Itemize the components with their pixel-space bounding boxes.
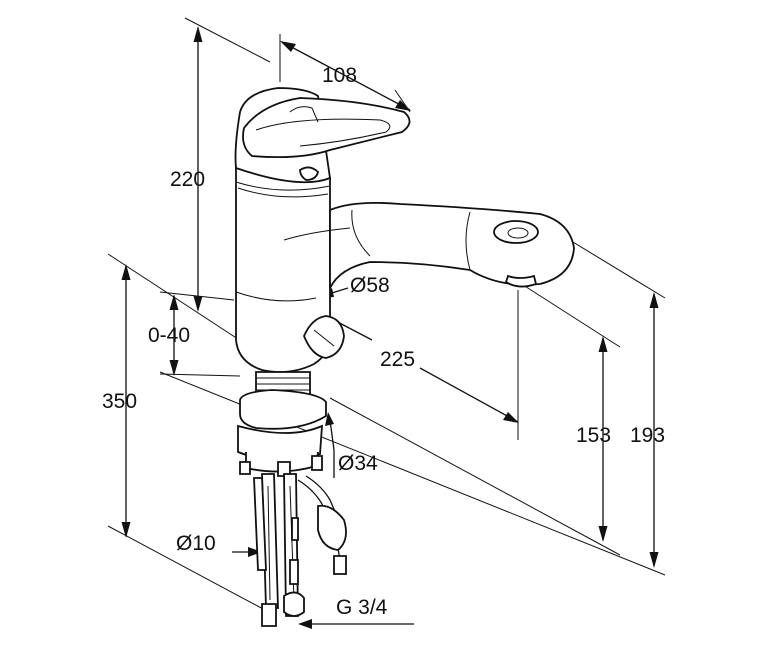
dim-label-350: 350: [102, 390, 137, 413]
extension-lines: [107, 17, 666, 611]
dim-label-225: 225: [380, 348, 415, 371]
dim-label-108: 108: [322, 64, 357, 87]
dimension-lines: [121, 26, 659, 629]
dim-label-g34: G 3/4: [336, 596, 388, 619]
dim-label-o58: Ø58: [350, 274, 390, 297]
dim-label-o34: Ø34: [338, 452, 378, 475]
dim-label-220: 220: [170, 168, 205, 191]
dimension-labels: 108 220 Ø58 0-40 225 350 153 193 Ø34 Ø10…: [102, 64, 665, 619]
dim-label-o10: Ø10: [176, 532, 216, 555]
dim-label-153: 153: [576, 424, 611, 447]
dim-label-193: 193: [630, 424, 665, 447]
dim-label-0-40: 0-40: [148, 324, 190, 347]
faucet-body: [234, 87, 575, 627]
